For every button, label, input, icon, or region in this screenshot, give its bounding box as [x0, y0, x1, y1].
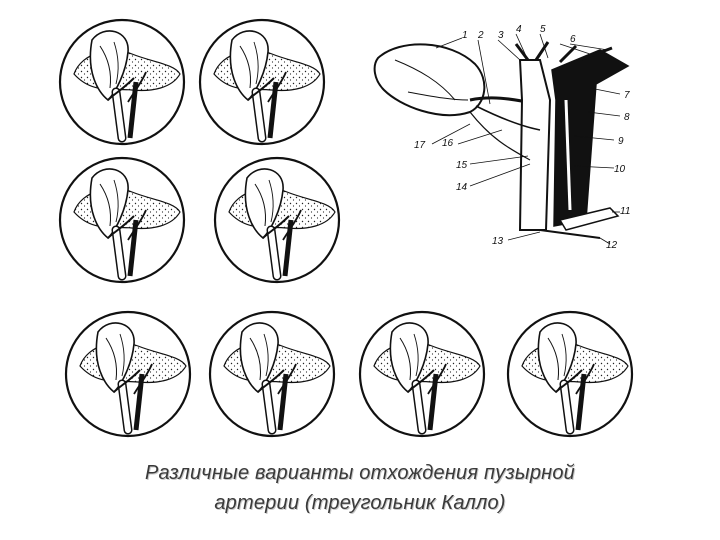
figure-number-labels: 1 2 3 4 5 6 7 8 9 10 11 12 13 14 15 16 1…: [414, 24, 630, 251]
main-anatomy-drawing: [373, 33, 630, 245]
label-14: 14: [456, 182, 468, 193]
label-15: 15: [456, 160, 468, 171]
label-8: 8: [624, 112, 630, 123]
variant-6-circle: [210, 312, 334, 436]
diagram-canvas: 1 2 3 4 5 6 7 8 9 10 11 12 13 14 15 16 1…: [0, 0, 720, 460]
label-11: 11: [620, 206, 630, 217]
variant-5-circle: [66, 312, 190, 436]
label-13: 13: [492, 236, 504, 247]
label-7: 7: [624, 90, 630, 101]
caption-line-2: артерии (треугольник Калло): [214, 492, 506, 514]
variant-1-circle: [60, 20, 184, 144]
variant-2-circle: [200, 20, 324, 144]
label-17: 17: [414, 140, 426, 151]
variant-8-circle: [508, 312, 632, 436]
label-10: 10: [614, 164, 626, 175]
label-9: 9: [618, 136, 624, 147]
label-2: 2: [477, 30, 484, 41]
label-1: 1: [462, 30, 468, 41]
label-4: 4: [516, 24, 522, 35]
label-3: 3: [498, 30, 504, 41]
label-5: 5: [540, 24, 546, 35]
label-12: 12: [606, 240, 618, 251]
variant-3-circle: [60, 158, 184, 282]
caption-line-1: Различные варианты отхождения пузырной: [144, 462, 575, 484]
label-6: 6: [570, 34, 576, 45]
variant-7-circle: [360, 312, 484, 436]
label-16: 16: [442, 138, 454, 149]
variant-4-circle: [215, 158, 339, 282]
